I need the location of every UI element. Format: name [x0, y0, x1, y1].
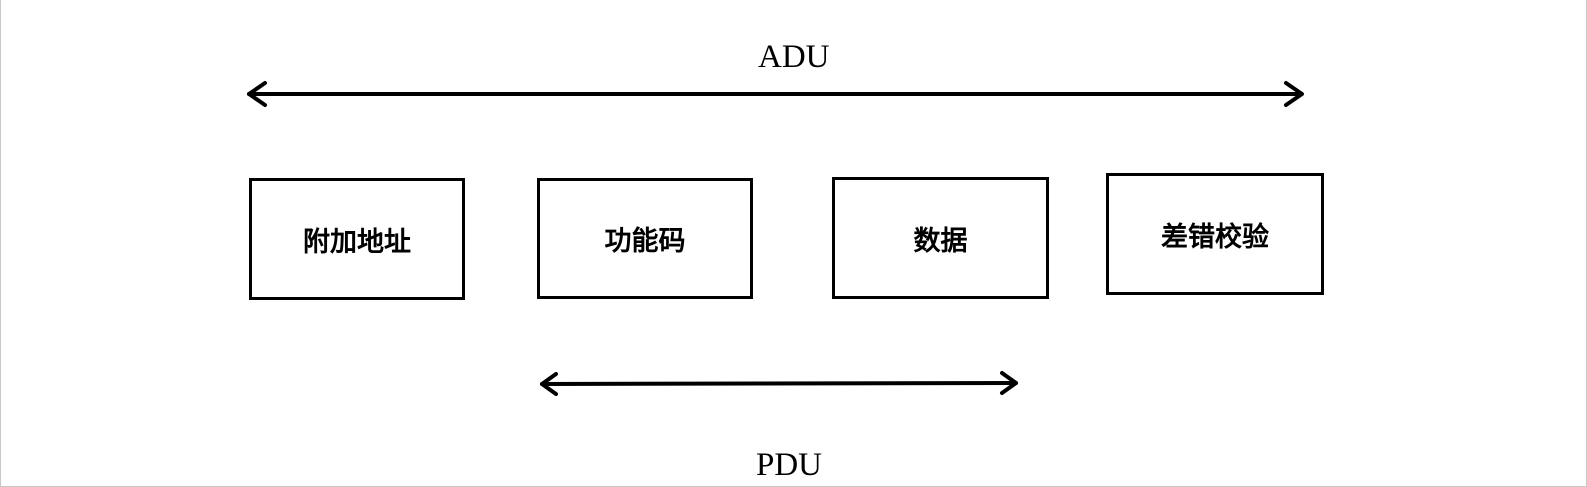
- adu-span-arrow: [247, 81, 1304, 107]
- pdu-arrow-right-head: [1000, 371, 1018, 395]
- adu-arrow-right-head: [1284, 81, 1304, 107]
- pdu-label: PDU: [756, 447, 823, 483]
- field-label-function-code: 功能码: [604, 226, 686, 257]
- adu-arrow-left-head: [247, 81, 267, 107]
- field-box-additional-address: 附加地址: [249, 178, 465, 300]
- pdu-arrow-shaft: [540, 381, 1018, 386]
- adu-label: ADU: [758, 39, 830, 75]
- field-box-function-code: 功能码: [537, 178, 753, 299]
- field-label-data: 数据: [913, 225, 968, 257]
- field-label-error-check: 差错校验: [1161, 221, 1269, 253]
- pdu-span-arrow: [540, 371, 1018, 396]
- field-box-data: 数据: [832, 177, 1049, 299]
- pdu-arrow-left-head: [540, 372, 558, 396]
- field-label-additional-address: 附加地址: [303, 226, 411, 258]
- field-box-error-check: 差错校验: [1106, 173, 1324, 295]
